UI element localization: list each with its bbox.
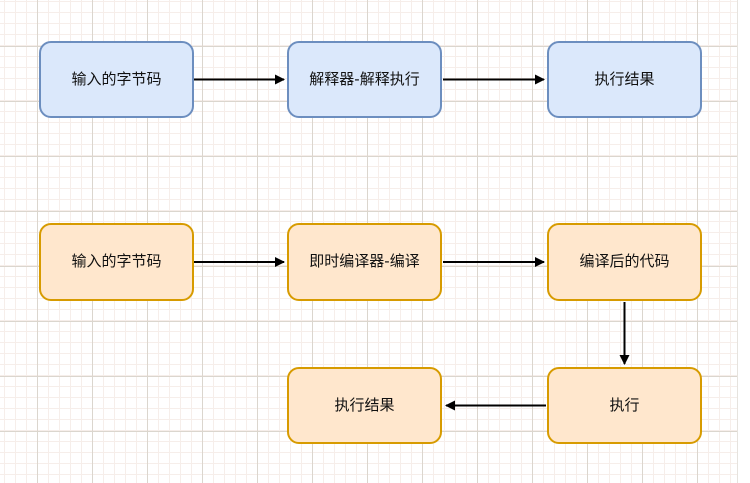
node-jit-input-bytecode[interactable]: 输入的字节码 (39, 223, 194, 301)
node-jit-compiled-code[interactable]: 编译后的代码 (547, 223, 702, 301)
canvas-right-margin (737, 0, 750, 483)
node-interpreter-execute[interactable]: 解释器-解释执行 (287, 41, 442, 118)
node-interpreter-input-bytecode[interactable]: 输入的字节码 (39, 41, 194, 118)
node-interpreter-result[interactable]: 执行结果 (547, 41, 702, 118)
node-jit-compiler[interactable]: 即时编译器-编译 (287, 223, 442, 301)
node-jit-result[interactable]: 执行结果 (287, 367, 442, 444)
node-jit-execute[interactable]: 执行 (547, 367, 702, 444)
